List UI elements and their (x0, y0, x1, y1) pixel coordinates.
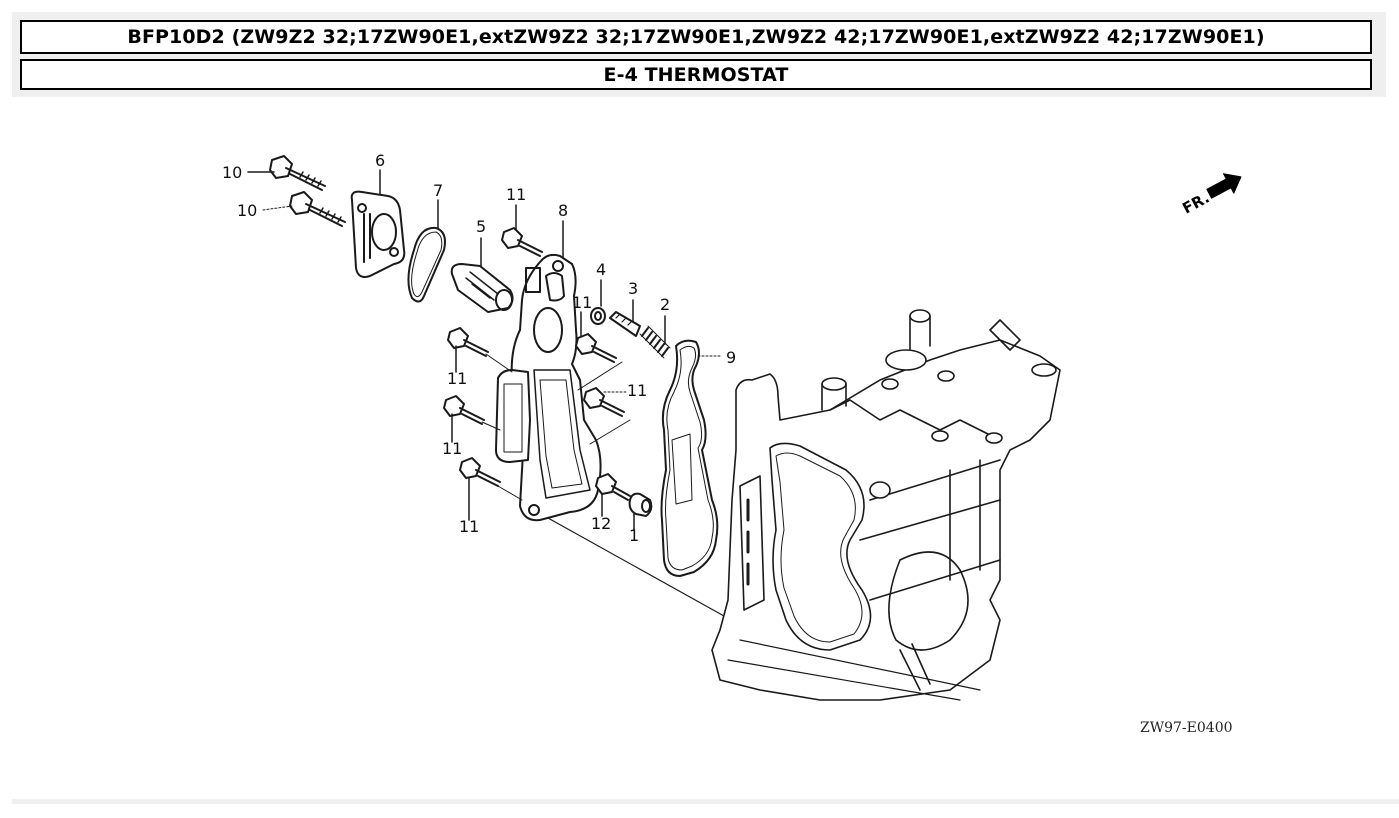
bolt-11-left-3[interactable] (459, 457, 501, 487)
thermostat-housing-8[interactable] (510, 253, 602, 522)
callout-2: 2 (660, 295, 670, 314)
header-panel: BFP10D2 (ZW9Z2 32;17ZW90E1,extZW9Z2 32;1… (12, 12, 1386, 97)
o-ring-7[interactable] (407, 226, 446, 303)
bolt-10-lower[interactable] (289, 191, 346, 227)
gasket-9[interactable] (660, 339, 719, 577)
diagram-reference-code: ZW97-E0400 (1140, 720, 1233, 736)
callout-12: 12 (591, 514, 611, 533)
dowel-pin-1[interactable] (628, 492, 653, 517)
callout-9: 9 (726, 348, 736, 367)
front-label: FR. (1179, 189, 1212, 218)
bolt-12[interactable] (595, 473, 631, 501)
callout-11b: 11 (572, 293, 592, 312)
callout-11a: 11 (506, 185, 526, 204)
bolt-10-upper[interactable] (269, 155, 326, 191)
leader-11c-b (485, 353, 513, 373)
callout-10a: 10 (222, 163, 242, 182)
front-direction-indicator: FR. (1179, 173, 1242, 218)
washer-4[interactable] (590, 307, 606, 325)
bolt-11-left-2[interactable] (443, 395, 485, 425)
callout-labels: 10 10 6 7 11 8 5 4 3 2 11 9 11 11 11 11 … (222, 151, 736, 545)
section-title: E-4 THERMOSTAT (20, 59, 1372, 90)
cylinder-block (711, 309, 1061, 701)
bolt-11-right-1[interactable] (575, 333, 617, 363)
leader-10b (262, 205, 293, 211)
water-jacket-cover (495, 369, 531, 463)
footer-divider (12, 799, 1399, 804)
callout-11f: 11 (459, 517, 479, 536)
thermostat-cover-6[interactable] (350, 190, 406, 278)
leader-11e-b (481, 421, 501, 431)
bolt-11-left-1[interactable] (447, 327, 489, 357)
callout-8: 8 (558, 201, 568, 220)
callout-7: 7 (433, 181, 443, 200)
assembly-line (547, 517, 725, 617)
model-title: BFP10D2 (ZW9Z2 32;17ZW90E1,extZW9Z2 32;1… (20, 20, 1372, 54)
leader-11d-b (589, 419, 631, 445)
leader-11b-b (577, 361, 623, 391)
callout-11d: 11 (627, 381, 647, 400)
thermostat-5[interactable] (450, 263, 514, 313)
spring-2[interactable] (639, 325, 671, 359)
callout-4: 4 (596, 260, 606, 279)
callout-11c: 11 (447, 369, 467, 388)
bolt-11-right-2[interactable] (583, 387, 625, 417)
bolt-11-top[interactable] (501, 227, 543, 257)
callout-10b: 10 (237, 201, 257, 220)
leader-11f-b (497, 485, 523, 501)
plug-3[interactable] (609, 311, 641, 337)
callout-11e: 11 (442, 439, 462, 458)
callout-6: 6 (375, 151, 385, 170)
front-arrow-icon (1206, 173, 1242, 199)
callout-5: 5 (476, 217, 486, 236)
callout-1: 1 (629, 526, 639, 545)
callout-3: 3 (628, 279, 638, 298)
exploded-parts-diagram: 10 10 6 7 11 8 5 4 3 2 11 9 11 11 11 11 … (222, 151, 1242, 736)
